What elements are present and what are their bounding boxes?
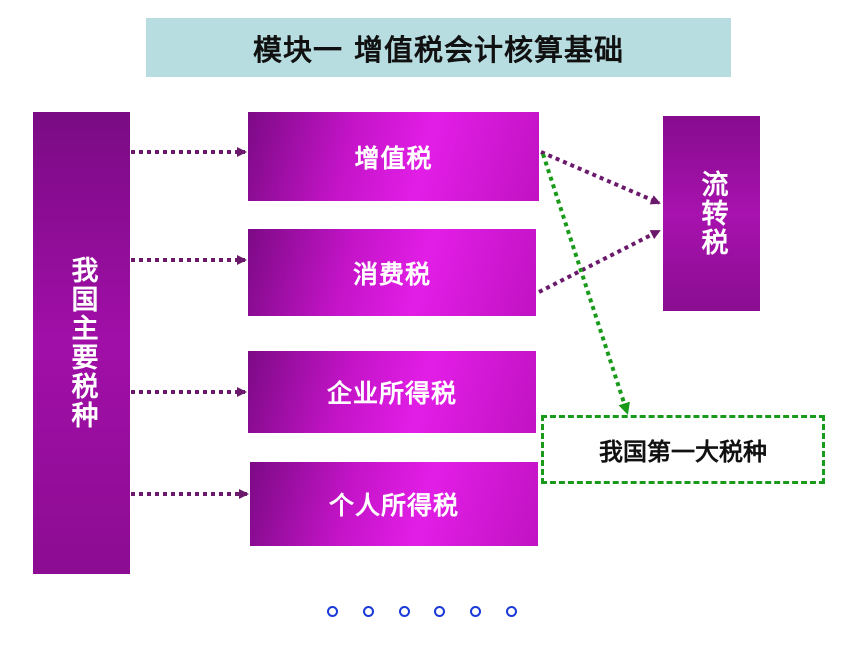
corporate-income-tax-box: 企业所得税: [248, 351, 536, 433]
pagination-dots: [327, 606, 517, 622]
individual-income-tax-box: 个人所得税: [250, 462, 538, 546]
main-taxes-box: 我国主要税种: [33, 112, 130, 574]
dot-icon: [505, 606, 517, 617]
largest-tax-label: 我国第一大税种: [599, 438, 767, 466]
turnover-tax-box: 流转税: [663, 116, 760, 311]
dot-icon: [362, 606, 374, 617]
arrow-vat-to-largest: [541, 153, 630, 415]
turnover-tax-label: 流转税: [696, 170, 728, 257]
arrow-vat-to-turnover: [540, 150, 661, 205]
main-taxes-label: 我国主要税种: [66, 256, 98, 430]
arrow-consumption-to-turnover: [538, 229, 661, 294]
dot-icon: [434, 606, 446, 617]
slide-title: 模块一 增值税会计核算基础: [146, 18, 731, 77]
dot-icon: [470, 606, 482, 617]
dot-icon: [398, 606, 410, 617]
vat-label: 增值税: [354, 143, 433, 173]
consumption-tax-box: 消费税: [248, 229, 536, 316]
largest-tax-box: 我国第一大税种: [541, 415, 825, 484]
consumption-tax-label: 消费税: [352, 259, 431, 289]
vat-box: 增值税: [248, 112, 539, 201]
individual-income-tax-label: 个人所得税: [328, 491, 459, 520]
dot-icon: [327, 606, 338, 617]
corporate-income-tax-label: 企业所得税: [326, 379, 457, 408]
